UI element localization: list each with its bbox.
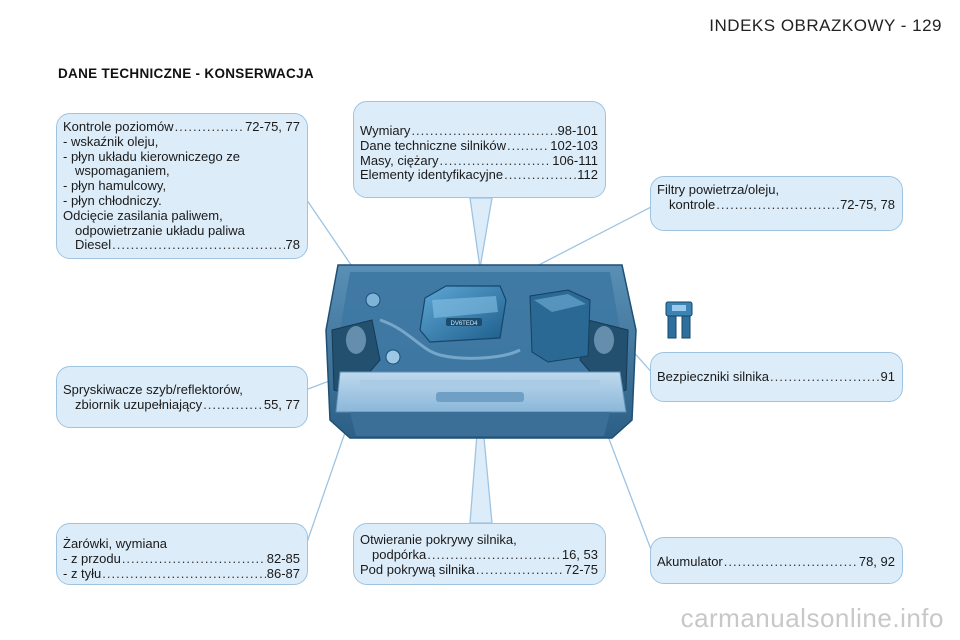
callout-filters: Filtry powietrza/oleju, kontrole72-75, 7…: [650, 176, 903, 231]
leader-dimensions: [469, 197, 493, 269]
watermark[interactable]: carmanualsonline.info: [680, 603, 944, 633]
callout-line: Kontrole poziomów72-75, 77: [63, 119, 300, 135]
callout-line: - płyn układu kierowniczego ze: [63, 148, 241, 164]
callout-line: Elementy identyfikacyjne112: [360, 168, 598, 183]
callout-bulbs: Żarówki, wymiana - z przodu82-85 - z tył…: [56, 523, 308, 585]
callout-line: wspomaganiem,: [75, 163, 170, 179]
callout-bonnet: Otwieranie pokrywy silnika, podpórka16, …: [353, 523, 606, 585]
engine-bay: DV6TED4: [325, 264, 637, 439]
callout-line: Dane techniczne silników102-103: [360, 138, 598, 154]
callout-line: kontrole72-75, 78: [657, 197, 895, 213]
callout-line: Akumulator78, 92: [657, 554, 895, 570]
callout-line: Masy, ciężary106-111: [360, 153, 598, 169]
callout-line: zbiornik uzupełniający55, 77: [63, 397, 300, 413]
callout-line: - z przodu82-85: [63, 551, 300, 567]
callout-line: Żarówki, wymiana: [63, 536, 168, 551]
callout-line: - płyn hamulcowy,: [63, 178, 167, 194]
callout-line: Wymiary98-101: [360, 123, 598, 139]
fuse-icon: [665, 301, 693, 339]
callout-line: Spryskiwacze szyb/reflektorów,: [63, 382, 243, 397]
engine-cover-label: DV6TED4: [450, 321, 478, 327]
page-header-title: INDEKS OBRAZKOWY - 129: [709, 16, 942, 35]
callout-fuses: Bezpieczniki silnika91: [650, 352, 903, 402]
callout-line: Otwieranie pokrywy silnika,: [360, 532, 517, 547]
callout-battery: Akumulator78, 92: [650, 537, 903, 584]
callout-washers: Spryskiwacze szyb/reflektorów, zbiornik …: [56, 366, 308, 428]
callout-line: odpowietrzanie układu paliwa: [75, 222, 245, 238]
section-title: DANE TECHNICZNE - KONSERWACJA: [58, 66, 314, 81]
callout-dimensions: Wymiary98-101 Dane techniczne silników10…: [353, 101, 606, 198]
callout-line: Pod pokrywą silnika72-75: [360, 562, 598, 578]
callout-line: Odcięcie zasilania paliwem,: [63, 207, 223, 223]
callout-fluid-levels: Kontrole poziomów72-75, 77 - wskaźnik ol…: [56, 113, 308, 259]
callout-line: - płyn chłodniczy.: [63, 192, 162, 208]
callout-line: podpórka16, 53: [360, 547, 598, 563]
callout-line: - z tyłu86-87: [63, 566, 300, 582]
callout-line: Bezpieczniki silnika91: [657, 369, 895, 385]
callout-line: Diesel78: [63, 238, 300, 253]
callout-line: - wskaźnik oleju,: [63, 133, 159, 149]
callout-line: Filtry powietrza/oleju,: [657, 182, 780, 197]
